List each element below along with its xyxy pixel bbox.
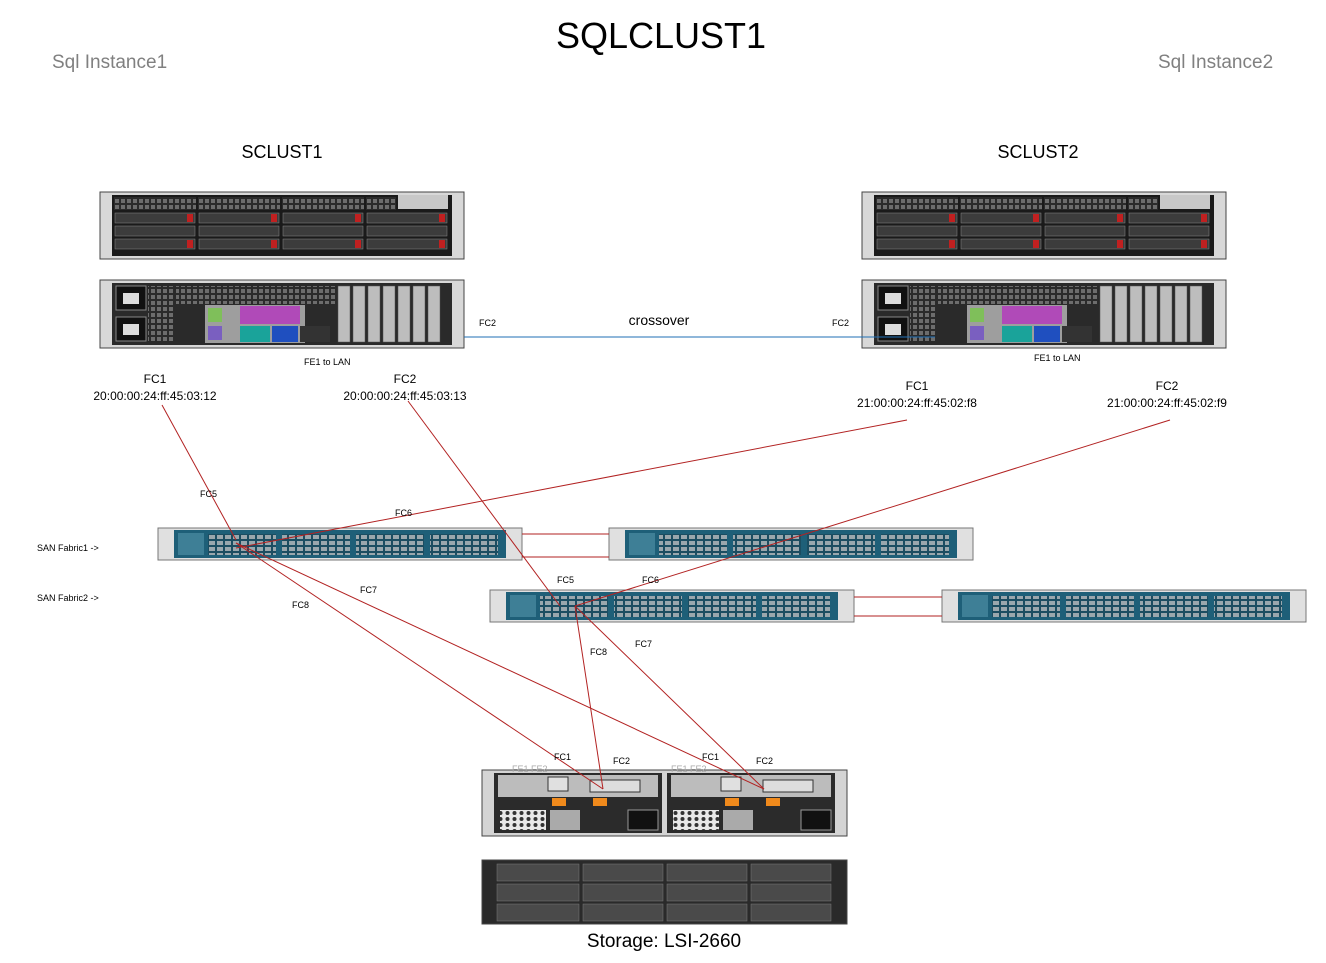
storage-disk-shelf bbox=[481, 859, 848, 925]
hba-wwn: 20:00:00:24:ff:45:03:13 bbox=[343, 389, 467, 403]
sclust1-hba-fc2: FC2 20:00:00:24:ff:45:03:13 bbox=[343, 371, 466, 405]
isl-links bbox=[522, 533, 942, 617]
link-label-fc8-fabric2: FC8 bbox=[590, 647, 608, 657]
sclust2-fc2-port-label: FC2 bbox=[832, 318, 850, 328]
link-label-fc7-fabric1: FC7 bbox=[360, 585, 378, 595]
storage-label: Storage: LSI-2660 bbox=[586, 931, 742, 952]
san-fabric2-switch-a bbox=[489, 589, 855, 623]
sclust2-hba-fc1: FC1 21:00:00:24:ff:45:02:f8 bbox=[857, 378, 977, 412]
link-label-fc8-fabric1: FC8 bbox=[292, 600, 310, 610]
link-label-fc7-fabric2: FC7 bbox=[635, 639, 653, 649]
crossover-label: crossover bbox=[628, 312, 690, 328]
controller-b-fc2-label: FC2 bbox=[756, 756, 774, 766]
sclust1-fc2-port-label: FC2 bbox=[479, 318, 497, 328]
sclust2-server-front bbox=[861, 191, 1227, 260]
sql-instance2-label: Sql Instance2 bbox=[1158, 52, 1274, 73]
sclust1-server-rear bbox=[99, 279, 465, 349]
controller-a-fc2-label: FC2 bbox=[613, 756, 631, 766]
hba-port-name: FC1 bbox=[905, 379, 929, 393]
san-fabric1-switch-b bbox=[608, 527, 974, 561]
hba-wwn: 21:00:00:24:ff:45:02:f9 bbox=[1107, 396, 1227, 410]
hba-port-name: FC1 bbox=[143, 372, 167, 386]
storage-controller-enclosure bbox=[481, 769, 848, 837]
controller-b-fc1-label: FC1 bbox=[702, 752, 720, 762]
sclust2-server-rear bbox=[861, 279, 1227, 349]
san-fabric1-label: SAN Fabric1 -> bbox=[37, 543, 99, 553]
san-fabric2-label: SAN Fabric2 -> bbox=[37, 593, 99, 603]
sclust1-lan-label: FE1 to LAN bbox=[304, 357, 351, 367]
sclust1-server-front bbox=[99, 191, 465, 260]
sclust2-lan-label: FE1 to LAN bbox=[1034, 353, 1081, 363]
controller-a-fc1-label: FC1 bbox=[554, 752, 572, 762]
link-label-fc5-fabric1: FC5 bbox=[200, 489, 218, 499]
hba-wwn: 20:00:00:24:ff:45:03:12 bbox=[93, 389, 217, 403]
diagram-title: SQLCLUST1 bbox=[555, 15, 767, 56]
sclust1-hba-fc1: FC1 20:00:00:24:ff:45:03:12 bbox=[93, 371, 216, 405]
link-label-fc5-fabric2: FC5 bbox=[557, 575, 575, 585]
hba-port-name: FC2 bbox=[1155, 379, 1179, 393]
hba-wwn: 21:00:00:24:ff:45:02:f8 bbox=[857, 396, 977, 410]
san-fabric2-switch-b bbox=[941, 589, 1307, 623]
controller-b-fe-labels: FE1 FE2 bbox=[671, 764, 707, 774]
link-label-fc6-fabric2: FC6 bbox=[642, 575, 660, 585]
hba-port-name: FC2 bbox=[393, 372, 417, 386]
sclust2-hba-fc2: FC2 21:00:00:24:ff:45:02:f9 bbox=[1107, 378, 1227, 412]
sclust1-label: SCLUST1 bbox=[241, 142, 323, 162]
controller-a-fe-labels: FE1 FE2 bbox=[512, 764, 548, 774]
fc-links bbox=[161, 400, 1171, 790]
sql-instance1-label: Sql Instance1 bbox=[52, 52, 168, 73]
san-fabric1-switch-a bbox=[157, 527, 523, 561]
link-label-fc6-fabric1: FC6 bbox=[395, 508, 413, 518]
sclust2-label: SCLUST2 bbox=[997, 142, 1079, 162]
